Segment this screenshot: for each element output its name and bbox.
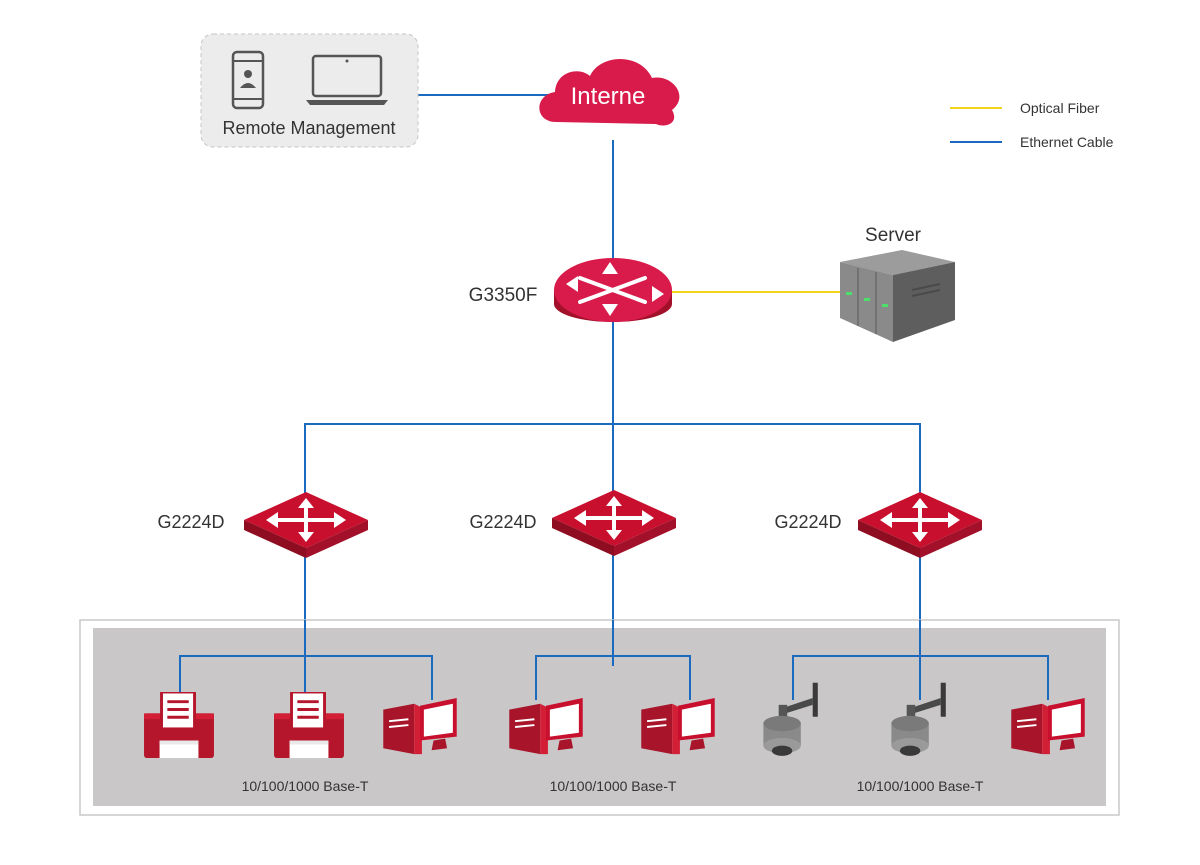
legend: Optical Fiber Ethernet Cable: [950, 100, 1114, 150]
access-switch: [550, 488, 678, 558]
group-label: 10/100/1000 Base-T: [550, 778, 677, 794]
remote-management-group: Remote Management: [200, 33, 419, 148]
access-switch-label: G2224D: [157, 512, 224, 532]
core-switch: [554, 258, 672, 322]
access-switch: [856, 490, 984, 560]
legend-fiber-label: Optical Fiber: [1020, 100, 1100, 116]
legend-ethernet-label: Ethernet Cable: [1020, 134, 1114, 150]
group-label: 10/100/1000 Base-T: [242, 778, 369, 794]
server-label: Server: [865, 225, 922, 246]
internet-cloud: Interne: [539, 59, 680, 126]
access-switch-label: G2224D: [469, 512, 536, 532]
laptop-icon: [306, 54, 388, 105]
core-switch-label: G3350F: [469, 285, 538, 306]
device-panel: [93, 628, 1106, 806]
ethernet-links: [179, 94, 1049, 700]
remote-management-label: Remote Management: [222, 118, 395, 138]
smartphone-icon: [231, 50, 265, 110]
group-label: 10/100/1000 Base-T: [857, 778, 984, 794]
access-switch: [242, 490, 370, 560]
access-switch-label: G2224D: [774, 512, 841, 532]
cloud-label: Interne: [571, 83, 646, 110]
server-rack-icon: [840, 250, 955, 342]
